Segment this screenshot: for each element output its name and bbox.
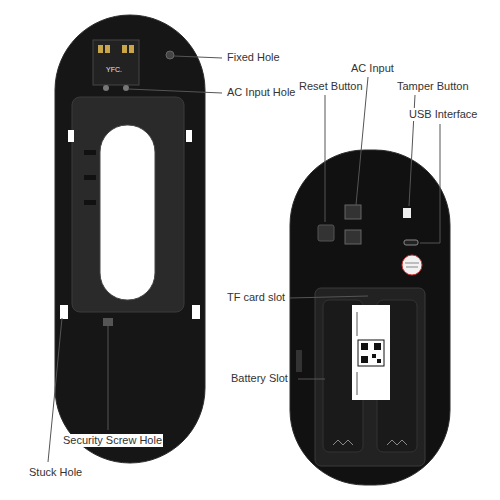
callout-label: Tamper Button [396, 80, 470, 93]
callout-label: AC Input Hole [226, 86, 296, 99]
callout-label: Stuck Hole [28, 466, 83, 479]
callout-label: Fixed Hole [226, 51, 281, 64]
callout-label: Security Screw Hole [62, 434, 163, 447]
board-marking: YFC. [106, 66, 122, 74]
callout-label: AC Input [350, 62, 395, 75]
callout-label: TF card slot [226, 291, 286, 304]
callout-label: Battery Slot [230, 372, 289, 385]
callout-label: Reset Button [298, 80, 364, 93]
callout-label: USB Interface [408, 108, 478, 121]
